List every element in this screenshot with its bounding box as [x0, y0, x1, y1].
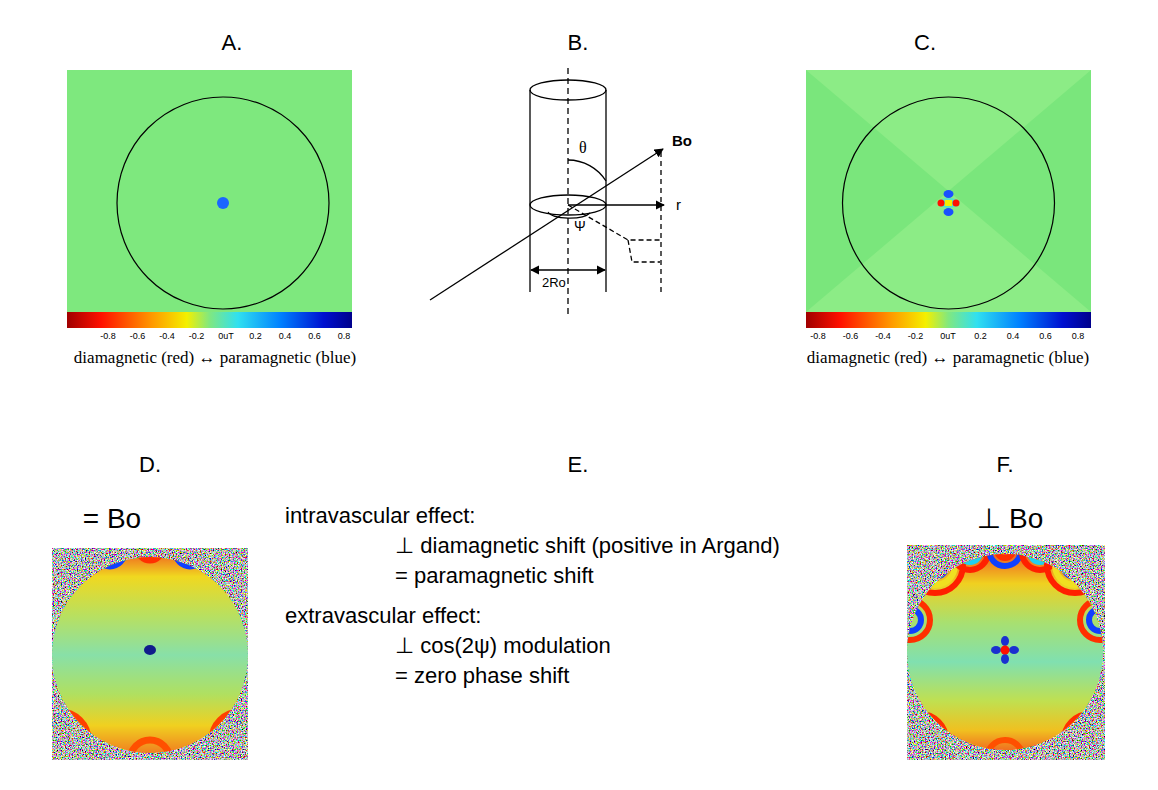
cylinder-geometry	[430, 68, 664, 318]
colorbar-caption: diamagnetic (red) ↔ paramagnetic (blue)	[807, 348, 1089, 368]
colorbar-tick: 0.4	[1007, 331, 1020, 341]
panel-letter: A.	[222, 30, 243, 55]
field-map-parallel	[67, 70, 352, 328]
phase-image-perpendicular	[890, 534, 1120, 776]
colorbar-tick: 0.6	[308, 331, 321, 341]
colorbar-tick: -0.4	[875, 331, 891, 341]
axis-label: r	[676, 196, 681, 213]
panel-letter: B.	[568, 30, 589, 55]
field-label: Bo	[672, 132, 692, 149]
colorbar-tick: -0.4	[159, 331, 175, 341]
colorbar-tick: 0.8	[1072, 331, 1085, 341]
colorbar-tick: -0.6	[843, 331, 859, 341]
panel-letter: C.	[914, 30, 936, 55]
colorbar-tick: -0.8	[810, 331, 826, 341]
panel-letter: E.	[568, 452, 589, 477]
panel-title: ⊥ Bo	[977, 503, 1043, 535]
field-map-perpendicular	[806, 70, 1091, 328]
colorbar-tick: 0uT	[940, 331, 956, 341]
colorbar-tick: 0.2	[974, 331, 987, 341]
note-heading: extravascular effect:	[285, 603, 481, 628]
colorbar-tick: 0.4	[279, 331, 292, 341]
panel-letter: F.	[996, 452, 1013, 477]
dimension-label: 2Ro	[542, 276, 566, 291]
note-line: ⊥ diamagnetic shift (positive in Argand)	[395, 533, 780, 558]
angle-label: Ψ	[574, 218, 586, 234]
phase-image-parallel	[32, 534, 268, 780]
colorbar-tick: 0uT	[218, 331, 234, 341]
colorbar-tick: -0.6	[130, 331, 146, 341]
colorbar-tick: -0.2	[189, 331, 205, 341]
colorbar-tick: 0.8	[338, 331, 351, 341]
note-line: ⊥ cos(2ψ) modulation	[395, 633, 611, 658]
panel-letter: D.	[139, 452, 161, 477]
colorbar-tick: 0.6	[1039, 331, 1052, 341]
colorbar-caption: diamagnetic (red) ↔ paramagnetic (blue)	[74, 348, 356, 368]
colorbar-tick: -0.8	[100, 331, 116, 341]
note-line: = paramagnetic shift	[395, 563, 594, 588]
angle-label: θ	[579, 139, 587, 157]
colorbar-tick: -0.2	[908, 331, 924, 341]
note-heading: intravascular effect:	[285, 503, 475, 528]
panel-title: = Bo	[83, 503, 141, 535]
colorbar-tick: 0.2	[249, 331, 262, 341]
note-line: = zero phase shift	[395, 663, 569, 688]
